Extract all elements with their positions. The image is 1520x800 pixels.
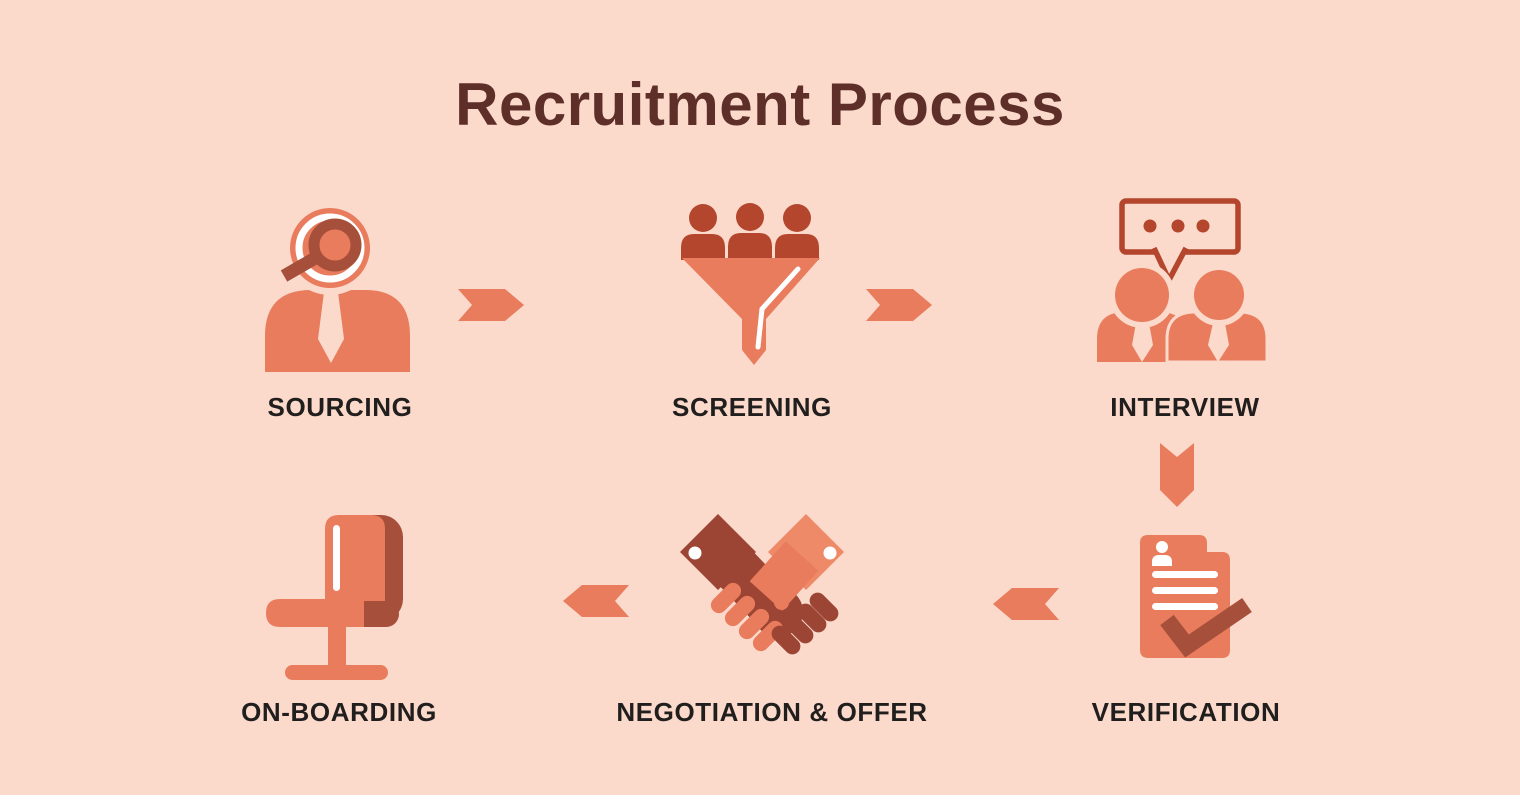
bottom-edge-strip <box>0 795 1520 800</box>
flow-arrow-left-icon <box>563 585 629 617</box>
stage-label-verification: VERIFICATION <box>1091 697 1281 727</box>
stage-label-screening: SCREENING <box>672 392 832 422</box>
flow-arrow-right-icon <box>866 289 932 321</box>
onboarding-icon-svg <box>266 515 403 680</box>
two-people-speech-bubble-icon <box>1095 197 1275 379</box>
stage-label-interview: INTERVIEW <box>1110 392 1260 422</box>
screening-icon-svg <box>681 203 820 365</box>
page-title: Recruitment Process <box>455 71 1065 138</box>
flow-arrow-right-icon <box>458 289 524 321</box>
flow-arrow-down-icon <box>1160 443 1194 507</box>
document-checkmark-icon <box>1128 528 1303 668</box>
person-with-magnifier-icon <box>258 196 418 386</box>
sourcing-icon-svg <box>265 201 410 372</box>
stage-label-sourcing: SOURCING <box>267 392 413 422</box>
office-chair-icon <box>263 503 413 681</box>
verification-icon-svg <box>1140 535 1252 658</box>
flow-arrow-left-icon <box>993 588 1059 620</box>
candidates-funnel-icon <box>670 198 830 378</box>
negotiation-icon-svg <box>680 514 844 655</box>
handshake-icon <box>678 512 868 672</box>
interview-icon-svg <box>1097 198 1269 364</box>
stage-label-negotiation-offer: NEGOTIATION & OFFER <box>616 697 928 727</box>
stage-label-on-boarding: ON-BOARDING <box>241 697 437 727</box>
